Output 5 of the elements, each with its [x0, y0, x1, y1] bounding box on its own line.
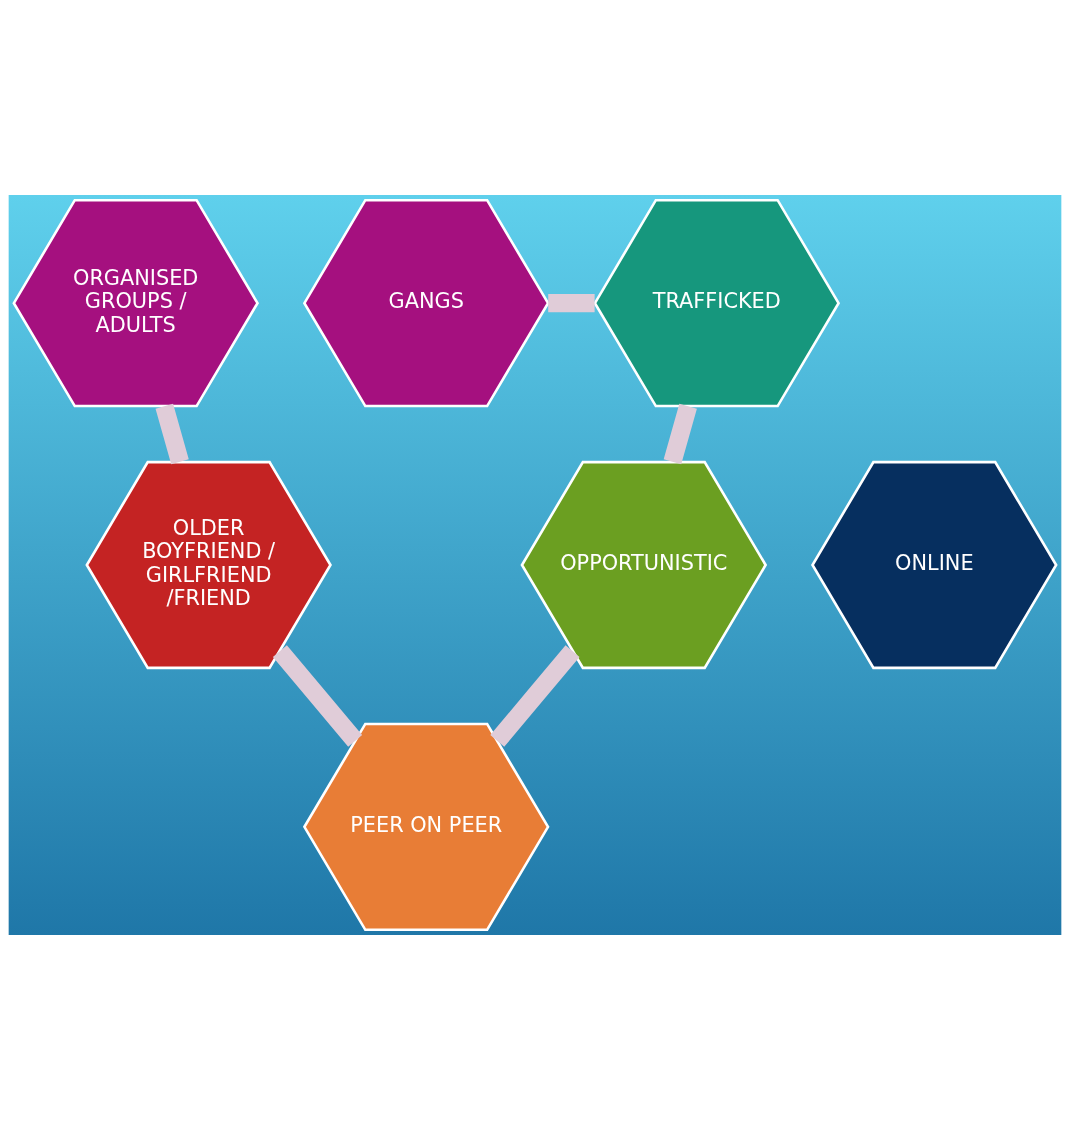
connector — [548, 294, 595, 313]
connector — [490, 645, 580, 747]
connector — [155, 403, 189, 465]
connector — [272, 645, 363, 747]
connector — [663, 403, 697, 465]
